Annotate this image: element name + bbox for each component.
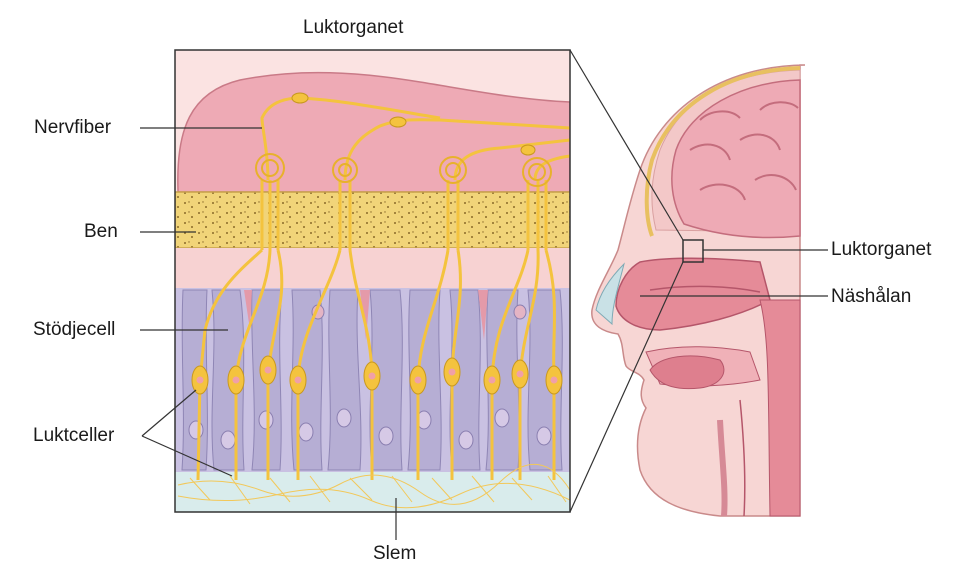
label-nervfiber: Nervfiber	[34, 118, 111, 137]
label-luktorganet: Luktorganet	[831, 240, 931, 259]
label-luktceller: Luktceller	[33, 426, 114, 445]
label-nashalan: Näshålan	[831, 287, 911, 306]
label-ben: Ben	[84, 222, 118, 241]
bone-layer	[175, 192, 570, 248]
label-stodjecell: Stödjecell	[33, 320, 115, 339]
label-slem: Slem	[373, 544, 416, 563]
head-profile	[592, 65, 805, 516]
title-label: Luktorganet	[303, 18, 403, 37]
